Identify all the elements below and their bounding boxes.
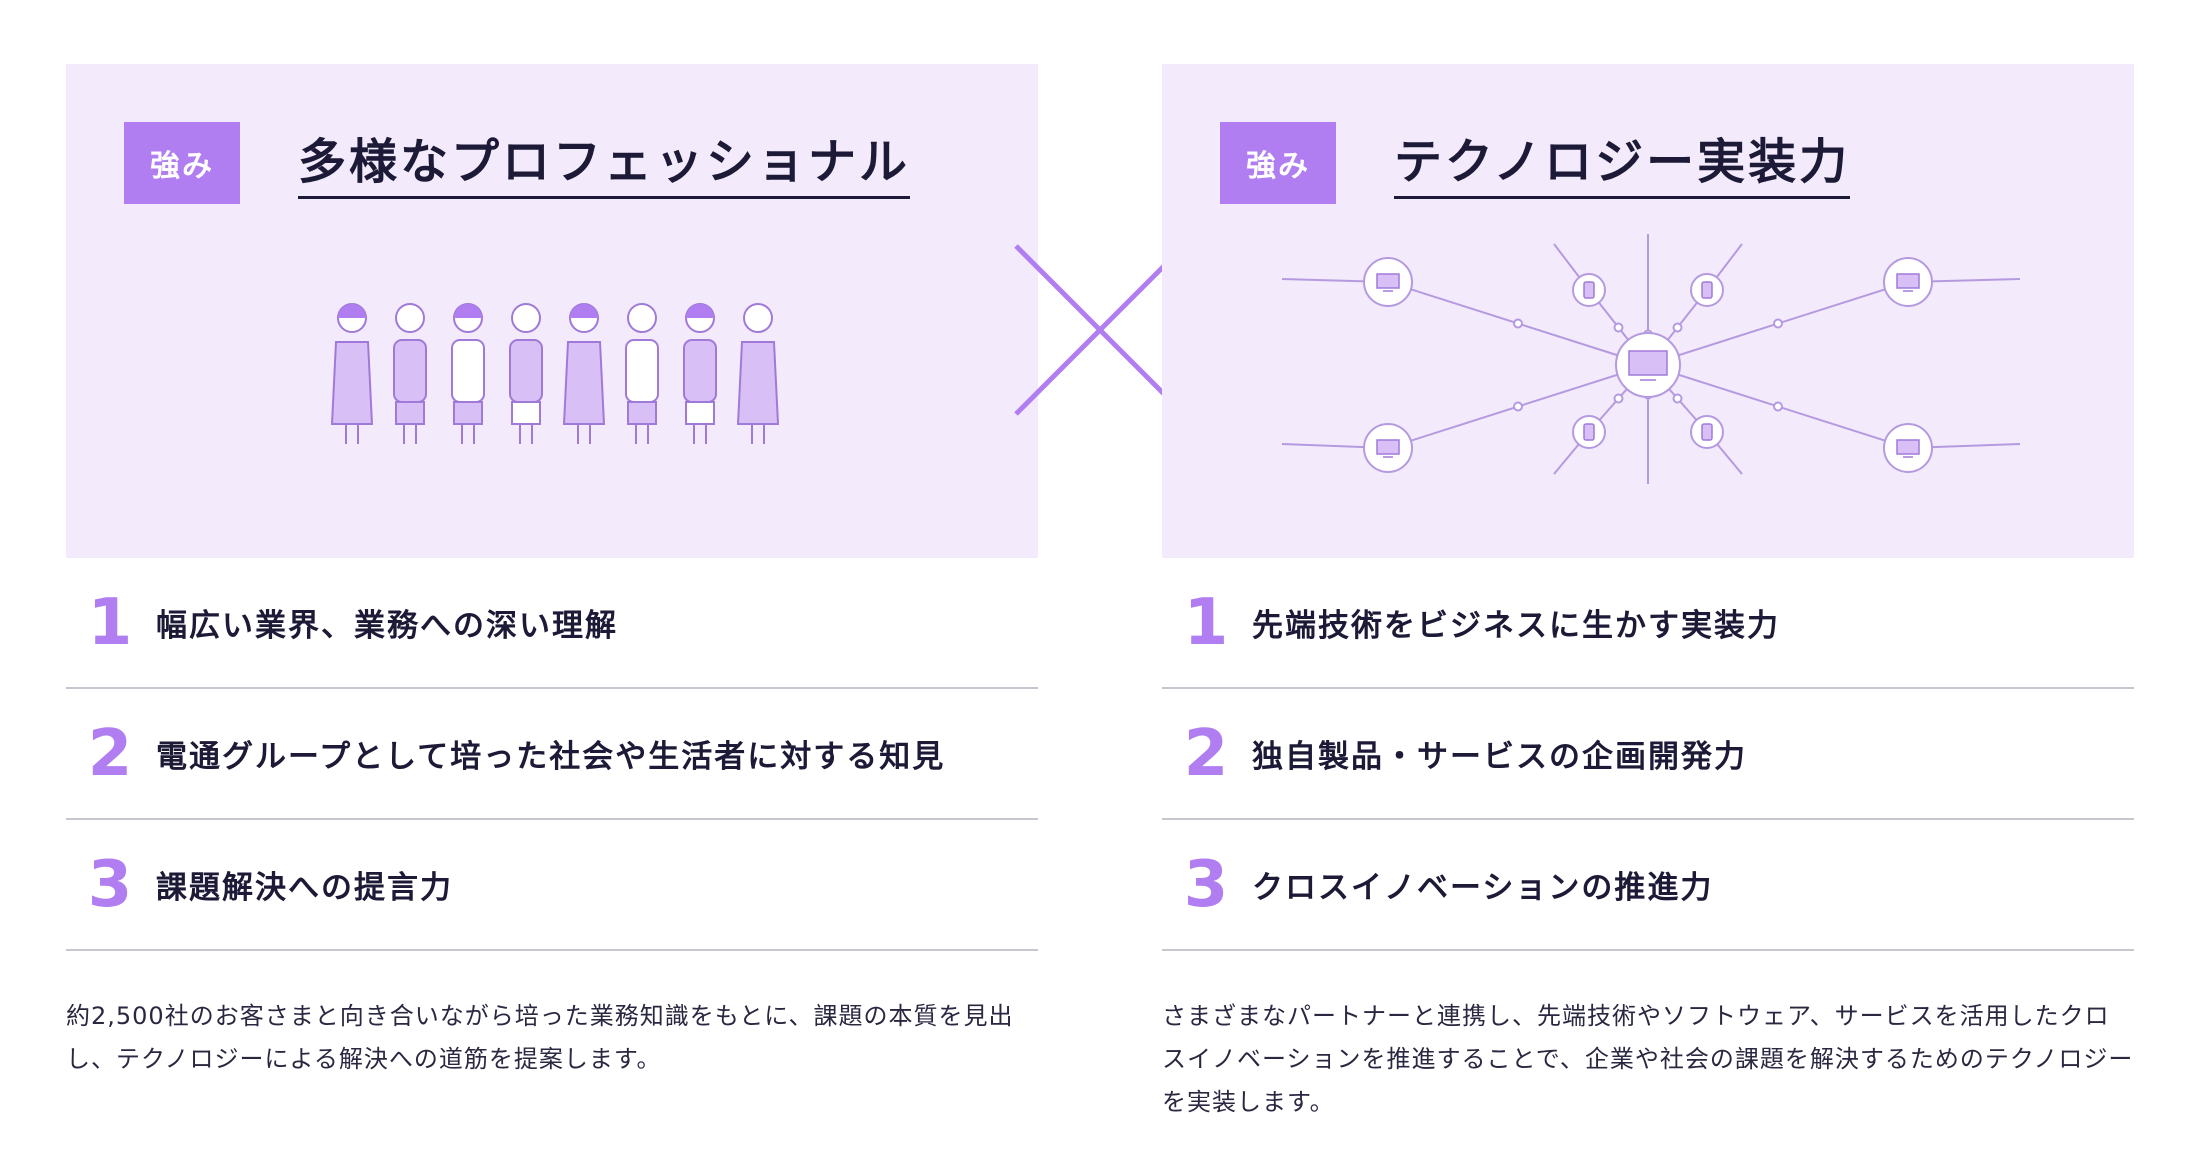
- person-figure: [509, 303, 543, 444]
- device-node: [1572, 273, 1606, 307]
- right-badge: 強み: [1220, 122, 1336, 204]
- item-number: 1: [1183, 585, 1229, 660]
- item-text: クロスイノベーションの推進力: [1252, 870, 1714, 906]
- device-node: [1883, 423, 1933, 473]
- item-text: 電通グループとして培った社会や生活者に対する知見: [156, 739, 946, 775]
- person-figure: [683, 303, 717, 444]
- item-text: 幅広い業界、業務への深い理解: [156, 608, 618, 644]
- device-node: [1883, 257, 1933, 307]
- right-title: テクノロジー実装力: [1394, 134, 1851, 199]
- item-text: 先端技術をビジネスに生かす実装力: [1252, 608, 1780, 644]
- device-network-icon: [1281, 234, 2021, 484]
- left-column: 強み 多様なプロフェッショナル 1 幅広い業界、業務への深い理解 2 電通グルー…: [66, 64, 1038, 1081]
- item-number: 2: [1183, 716, 1229, 791]
- device-node: [1363, 423, 1413, 473]
- item-text: 課題解決への提言力: [156, 870, 453, 906]
- person-figure: [330, 303, 374, 444]
- item-number: 2: [87, 716, 133, 791]
- right-items: 1 先端技術をビジネスに生かす実装力 2 独自製品・サービスの企画開発力 3 ク…: [1162, 558, 2134, 951]
- right-item-2: 2 独自製品・サービスの企画開発力: [1162, 689, 2134, 820]
- left-badge: 強み: [124, 122, 240, 204]
- person-figure: [736, 303, 780, 444]
- person-figure: [562, 303, 606, 444]
- item-number: 3: [1183, 847, 1229, 922]
- left-items: 1 幅広い業界、業務への深い理解 2 電通グループとして培った社会や生活者に対す…: [66, 558, 1038, 951]
- hub-monitor: [1615, 332, 1681, 398]
- professionals-group-icon: [330, 303, 780, 444]
- item-text: 独自製品・サービスの企画開発力: [1252, 739, 1747, 775]
- right-item-1: 1 先端技術をビジネスに生かす実装力: [1162, 558, 2134, 689]
- right-panel: 強み テクノロジー実装力: [1162, 64, 2134, 558]
- device-node: [1690, 415, 1724, 449]
- right-description: さまざまなパートナーと連携し、先端技術やソフトウェア、サービスを活用したクロスイ…: [1162, 1002, 2134, 1116]
- cross-icon: [1014, 244, 1186, 416]
- device-node: [1690, 273, 1724, 307]
- item-number: 3: [87, 847, 133, 922]
- left-title: 多様なプロフェッショナル: [298, 134, 911, 199]
- left-item-1: 1 幅広い業界、業務への深い理解: [66, 558, 1038, 689]
- left-item-3: 3 課題解決への提言力: [66, 820, 1038, 951]
- person-figure: [625, 303, 659, 444]
- left-description: 約2,500社のお客さまと向き合いながら培った業務知識をもとに、課題の本質を見出…: [66, 1002, 1014, 1073]
- right-column: 強み テクノロジー実装力 1 先端技術をビジネスに生かす実装力 2 独自製品・サ…: [1162, 64, 2134, 1124]
- person-figure: [451, 303, 485, 444]
- person-figure: [393, 303, 427, 444]
- item-number: 1: [87, 585, 133, 660]
- left-item-2: 2 電通グループとして培った社会や生活者に対する知見: [66, 689, 1038, 820]
- right-item-3: 3 クロスイノベーションの推進力: [1162, 820, 2134, 951]
- device-node: [1363, 257, 1413, 307]
- device-node: [1572, 415, 1606, 449]
- left-panel: 強み 多様なプロフェッショナル: [66, 64, 1038, 558]
